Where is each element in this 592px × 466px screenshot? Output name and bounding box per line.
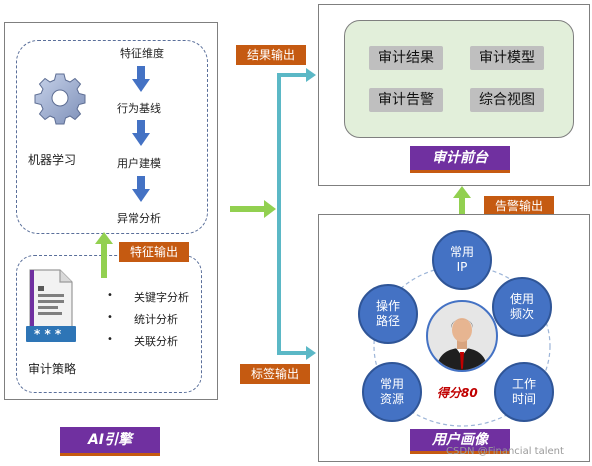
analysis-keyword: 关键字分析	[134, 291, 189, 304]
down-arrow-icon	[132, 176, 150, 202]
policy-label: 审计策略	[28, 362, 77, 376]
down-arrow-icon	[132, 66, 150, 92]
policy-mask: * * *	[34, 327, 62, 341]
alert-output-tag: 告警输出	[484, 196, 554, 216]
bullet-icon: •	[107, 312, 113, 323]
feature-output-arrow	[95, 232, 113, 278]
common-resource-node: 常用 资源	[362, 362, 422, 422]
engine-to-branch-arrow	[230, 200, 276, 218]
audit-model-button[interactable]: 审计模型	[470, 46, 544, 70]
bullet-icon: •	[107, 290, 113, 301]
watermark: CSDN @Financial talent	[446, 446, 564, 457]
user-avatar	[426, 300, 498, 372]
gear-icon	[34, 73, 86, 125]
person-icon	[436, 318, 488, 370]
policy-document-icon	[26, 269, 76, 342]
down-arrow-icon	[132, 120, 150, 146]
flow-step-feature-dimension: 特征维度	[120, 47, 164, 60]
work-time-node: 工作 时间	[494, 362, 554, 422]
machine-learning-box	[16, 40, 208, 234]
frontend-inner-box	[344, 20, 574, 138]
user-profile-title: 用户画像	[410, 429, 510, 454]
flow-step-anomaly-analysis: 异常分析	[117, 212, 161, 225]
ai-engine-title: AI引擎	[60, 427, 160, 456]
flow-step-behavior-baseline: 行为基线	[117, 102, 161, 115]
operation-path-node: 操作 路径	[358, 284, 418, 344]
overview-button[interactable]: 综合视图	[470, 88, 544, 112]
alert-output-arrow	[453, 186, 471, 230]
feature-output-tag: 特征输出	[119, 242, 189, 262]
ml-label: 机器学习	[28, 153, 77, 167]
common-ip-node: 常用 IP	[432, 230, 492, 290]
label-output-tag: 标签输出	[240, 364, 310, 384]
branch-connector	[277, 68, 316, 360]
score-label: 得分80	[437, 386, 478, 400]
analysis-correlation: 关联分析	[134, 335, 178, 348]
bullet-icon: •	[107, 334, 113, 345]
analysis-statistical: 统计分析	[134, 313, 178, 326]
audit-results-button[interactable]: 审计结果	[369, 46, 443, 70]
audit-alert-button[interactable]: 审计告警	[369, 88, 443, 112]
usage-frequency-node: 使用 频次	[492, 277, 552, 337]
flow-step-user-modeling: 用户建模	[117, 157, 161, 170]
result-output-tag: 结果输出	[236, 45, 306, 65]
audit-frontend-title: 审计前台	[410, 146, 510, 173]
